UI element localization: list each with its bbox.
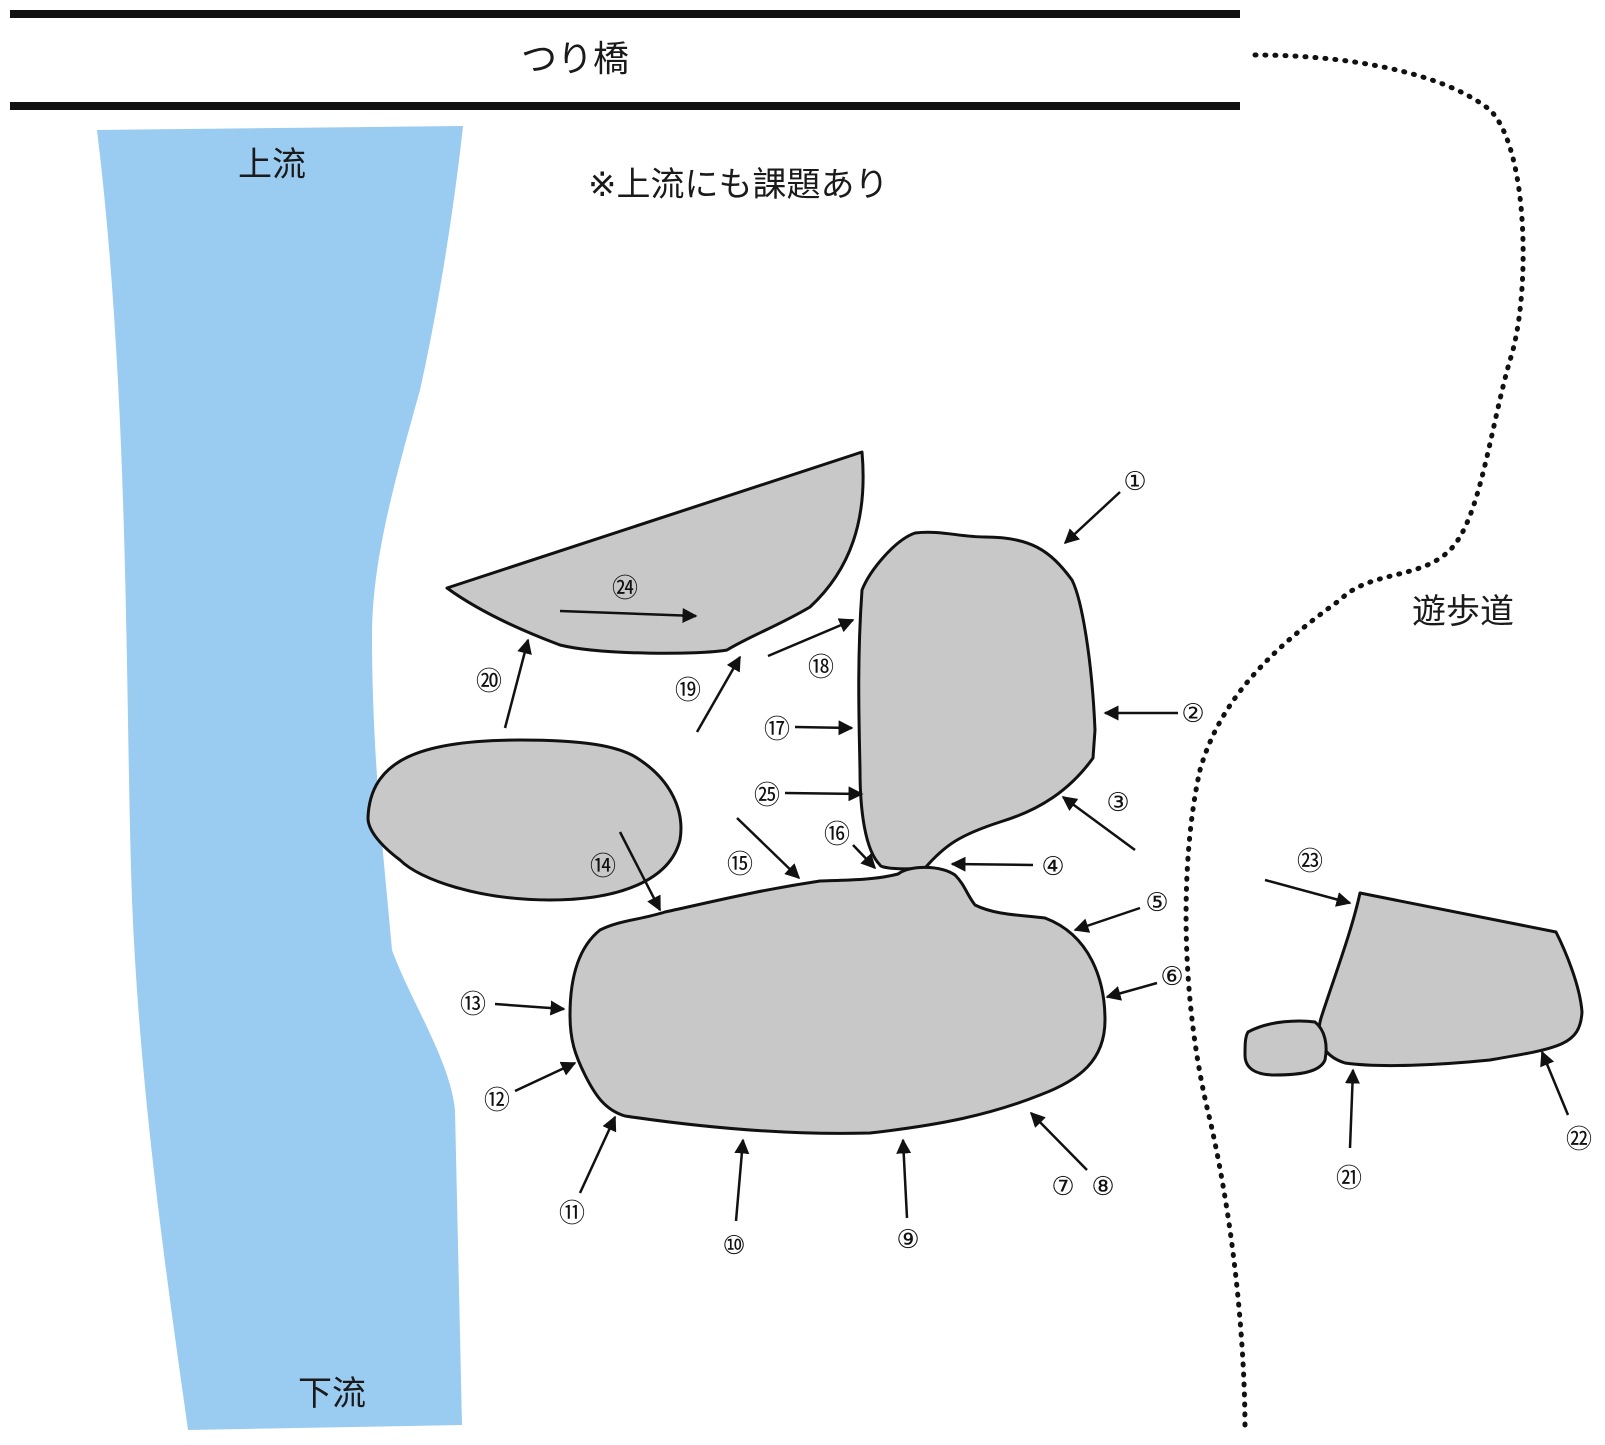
problem-badge-12: ⑫ bbox=[484, 1086, 510, 1116]
problem-badge-21: ㉑ bbox=[1336, 1164, 1362, 1194]
problem-badges: ① ② ③ ④ ⑤ ⑥ ⑦ ⑧ ⑨ ⑩ ⑪ ⑫ ⑬ ⑭ ⑮ ⑯ ⑰ ⑱ ⑲ ⑳ … bbox=[460, 467, 1592, 1261]
problem-badge-25: ㉕ bbox=[754, 781, 780, 811]
problem-badge-8: ⑧ bbox=[1091, 1172, 1114, 1202]
problem-badge-13: ⑬ bbox=[460, 990, 486, 1020]
problem-badge-1: ① bbox=[1123, 467, 1146, 497]
problem-badge-10: ⑩ bbox=[722, 1231, 745, 1261]
problem-badge-3: ③ bbox=[1106, 788, 1129, 818]
problem-badge-7: ⑦ bbox=[1051, 1172, 1074, 1202]
problem-badge-9: ⑨ bbox=[896, 1225, 919, 1255]
problem-badge-6: ⑥ bbox=[1160, 962, 1183, 992]
trail-label: 遊歩道 bbox=[1412, 592, 1514, 632]
problem-badge-5: ⑤ bbox=[1145, 888, 1168, 918]
problem-badge-14: ⑭ bbox=[590, 852, 616, 882]
problem-badge-22: ㉒ bbox=[1566, 1125, 1592, 1155]
trail-path bbox=[1183, 52, 1526, 1433]
rock-main-lower bbox=[568, 865, 1107, 1135]
suspension-bridge: つり橋 bbox=[10, 10, 1240, 110]
problem-badge-16: ⑯ bbox=[824, 820, 850, 850]
problem-badge-24: ㉔ bbox=[612, 574, 638, 604]
problem-badge-18: ⑱ bbox=[808, 653, 834, 683]
problem-badge-23: ㉓ bbox=[1297, 847, 1323, 877]
bridge-label: つり橋 bbox=[521, 39, 629, 80]
downstream-label: 下流 bbox=[298, 1374, 366, 1414]
rock-small bbox=[1243, 1019, 1328, 1077]
rock-14 bbox=[366, 738, 683, 902]
upstream-problems-note: ※上流にも課題あり bbox=[588, 165, 889, 205]
problem-badge-11: ⑪ bbox=[559, 1199, 585, 1229]
river bbox=[97, 126, 463, 1430]
rock-main-upper bbox=[857, 530, 1097, 871]
upstream-label: 上流 bbox=[238, 145, 306, 185]
problem-badge-20: ⑳ bbox=[476, 667, 502, 697]
problem-badge-2: ② bbox=[1181, 699, 1204, 729]
problem-badge-4: ④ bbox=[1041, 852, 1064, 882]
rock-24-slab bbox=[445, 450, 865, 655]
problem-badge-19: ⑲ bbox=[675, 676, 701, 706]
problem-arrows bbox=[494, 491, 1570, 1222]
problem-badge-15: ⑮ bbox=[727, 850, 753, 880]
problem-badge-17: ⑰ bbox=[764, 715, 790, 745]
rock-21-22 bbox=[1317, 891, 1584, 1068]
